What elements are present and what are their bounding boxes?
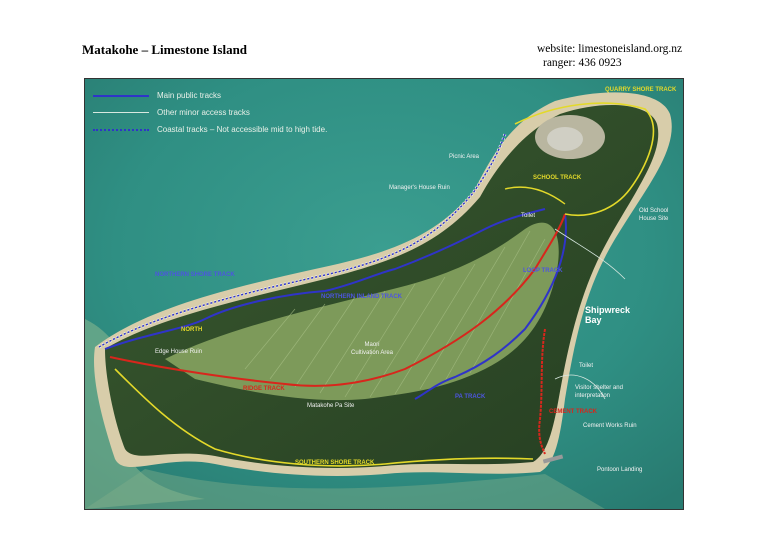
label-school-track: SCHOOL TRACK: [533, 175, 582, 181]
label-pa-track: PA TRACK: [455, 394, 486, 400]
label-edge-house-ruin: Edge House Ruin: [155, 349, 203, 355]
page-title: Matakohe – Limestone Island: [82, 42, 248, 57]
label-maori-cultivation: Maori Cultivation Area: [350, 342, 394, 356]
label-northern-shore-track: NORTHERN SHORE TRACK: [155, 272, 235, 278]
label-cement-track: CEMENT TRACK: [549, 409, 597, 415]
label-toilet-south: Toilet: [579, 363, 594, 369]
label-northern-inland-track: NORTHERN INLAND TRACK: [321, 294, 402, 300]
ridge-track-line: [109, 213, 566, 387]
legend-swatch: [93, 128, 149, 131]
tidal-flat-south: [85, 469, 605, 509]
legend-coastal-tracks: Coastal tracks – Not accessible mid to h…: [93, 121, 327, 138]
legend-minor-tracks: Other minor access tracks: [93, 104, 327, 121]
legend-swatch: [93, 94, 149, 97]
quarry-shore-track-line: [514, 102, 655, 216]
legend-swatch: [93, 112, 149, 113]
label-toilet-north: Toilet: [521, 213, 536, 219]
label-ridge-track: RIDGE TRACK: [243, 386, 285, 392]
website-text: website: limestoneisland.org.nz: [537, 43, 683, 55]
island-map: Main public tracks Other minor access tr…: [84, 78, 684, 510]
label-managers-house: Manager's House Ruin: [389, 185, 450, 191]
ranger-phone: ranger: 436 0923: [543, 57, 622, 69]
label-visitor-shelter: Visitor shelter and interpretation: [575, 385, 623, 399]
loop-track-line: [414, 213, 567, 400]
label-southern-shore-track: SOUTHERN SHORE TRACK: [295, 460, 375, 466]
label-picnic-area: Picnic Area: [449, 154, 480, 160]
pasture: [165, 222, 559, 401]
label-north: NORTH: [181, 327, 203, 333]
label-loop-track: LOOP TRACK: [523, 268, 563, 274]
label-cement-works-ruin: Cement Works Ruin: [583, 423, 637, 429]
label-quarry-shore-track: QUARRY SHORE TRACK: [605, 87, 677, 93]
northern-inland-track-line: [104, 208, 546, 350]
minor-track-lines: [554, 228, 626, 400]
southern-shore-track-line: [114, 368, 534, 467]
label-pontoon-landing: Pontoon Landing: [597, 467, 643, 473]
label-shipwreck-bay: Shipwreck Bay: [585, 305, 631, 325]
map-legend: Main public tracks Other minor access tr…: [93, 87, 327, 138]
label-pa-site: Matakohe Pa Site: [307, 403, 355, 409]
map-aerial-image: [85, 79, 683, 509]
contact-info: website: limestoneisland.org.nz ranger: …: [537, 42, 682, 70]
legend-main-tracks: Main public tracks: [93, 87, 327, 104]
pontoon: [542, 454, 564, 464]
cement-track-line: [538, 328, 546, 455]
label-old-school-house: Old School House Site: [639, 208, 669, 222]
school-track-line: [504, 186, 566, 205]
